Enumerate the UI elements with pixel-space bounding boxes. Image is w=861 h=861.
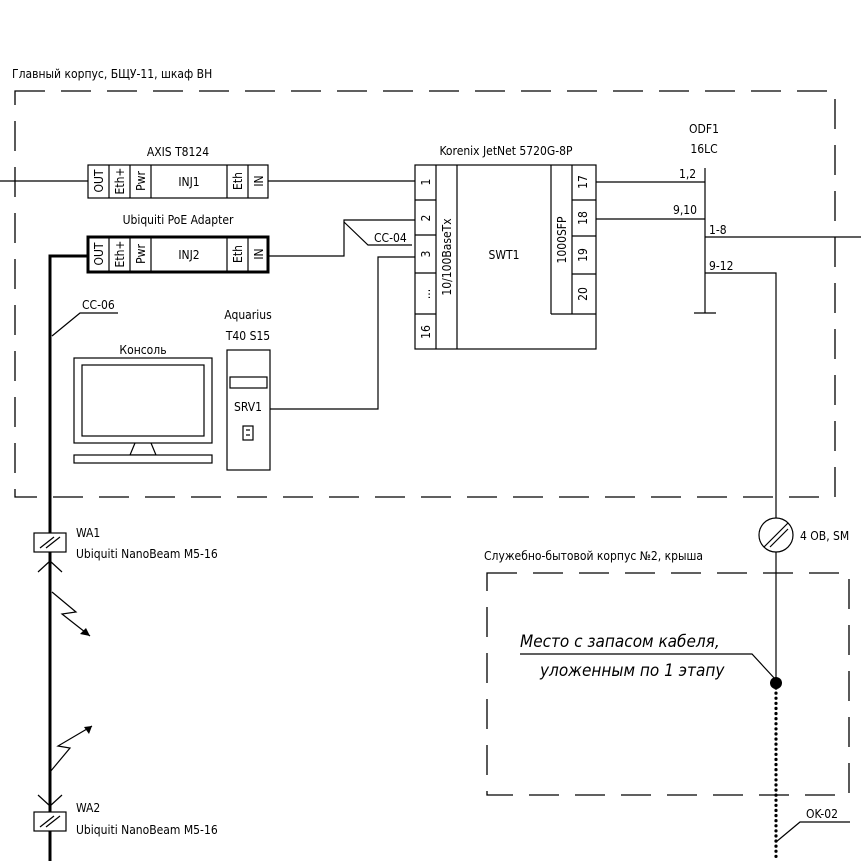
cable-reserve-note: Место с запасом кабеля, уложенным по 1 э… [520, 632, 782, 689]
inj1-title: AXIS T8124 [147, 145, 209, 159]
cc06-label: CC-06 [82, 298, 115, 312]
radio-link [49, 591, 93, 773]
inj1-port-in: IN [252, 175, 266, 186]
switch-port-ellipsis: ... [419, 289, 433, 299]
server-drive-bay [229, 376, 268, 389]
cable-labels: CC-04 CC-06 OK-02 4 OB, SM [51, 221, 850, 843]
zone-main-title: Главный корпус, БЩУ-11, шкаф ВН [12, 67, 212, 81]
zone-service-frame [486, 572, 850, 796]
inj2-body [86, 235, 270, 274]
odf-odf1: ODF1 16LC 1,2 9,10 1-8 9-12 [673, 122, 734, 314]
monitor-base [73, 454, 213, 464]
monitor-screen [81, 364, 205, 437]
reserve-note-leader [520, 653, 777, 681]
switch-group-copper: 10/100BaseTx [440, 218, 454, 296]
odf-fiber-9-10: 9,10 [673, 203, 697, 217]
switch-port-17: 17 [576, 175, 590, 189]
ok02-label: OK-02 [806, 807, 838, 821]
inj1-port-pwr: Pwr [134, 171, 148, 191]
console-title: Консоль [119, 343, 166, 357]
server-title-1: Aquarius [224, 308, 272, 322]
radio-bolt-down-icon [51, 591, 91, 637]
wa2-model: Ubiquiti NanoBeam M5-16 [76, 823, 218, 837]
switch-port-20: 20 [576, 287, 590, 301]
zone-main-frame [14, 90, 836, 498]
cc06-leader [51, 312, 118, 337]
zone-service-building: Служебно-бытовой корпус №2, крыша [484, 549, 850, 796]
cable-cc06 [48, 254, 88, 861]
switch-group-sfp: 1000SFP [555, 216, 569, 264]
server-title-2: T40 S15 [225, 329, 270, 343]
switch-title: Korenix JetNet 5720G-8P [439, 144, 573, 158]
odf-fiber-1-2: 1,2 [679, 167, 696, 181]
server-body [226, 349, 271, 471]
injector-inj2: Ubiquiti PoE Adapter OUT Eth+ Pwr INJ2 E… [86, 213, 270, 274]
odf-fiber-9-12: 9-12 [709, 259, 734, 273]
switch-port-1: 1 [419, 179, 433, 186]
inj2-port-out: OUT [92, 242, 106, 265]
server-power-button-icon [242, 425, 254, 441]
switch-body [414, 164, 597, 350]
fiber-count-label: 4 OB, SM [800, 529, 849, 543]
inj1-body [87, 164, 269, 199]
switch-swt1: Korenix JetNet 5720G-8P 1 2 3 ... 16 17 … [414, 144, 597, 350]
odf-type: 16LC [690, 142, 717, 156]
wire-srv1-to-port3 [270, 256, 415, 410]
inj1-name: INJ1 [178, 175, 199, 189]
radio-bolt-up-icon [49, 725, 93, 773]
inj1-port-eth-plus: Eth+ [113, 168, 127, 195]
switch-name: SWT1 [489, 248, 520, 262]
wa1-name: WA1 [76, 526, 100, 540]
inj2-port-in: IN [252, 248, 266, 259]
inj2-port-eth-plus: Eth+ [113, 241, 127, 268]
wire-odf-9-12-fiber [705, 272, 777, 680]
cable-reserve-point [770, 677, 782, 689]
inj2-port-pwr: Pwr [134, 244, 148, 264]
odf-fiber-1-8: 1-8 [709, 223, 727, 237]
inj2-name: INJ2 [178, 248, 199, 262]
odf-name: ODF1 [689, 122, 719, 136]
server-name: SRV1 [234, 400, 262, 414]
switch-port-18: 18 [576, 211, 590, 225]
zone-main-building: Главный корпус, БЩУ-11, шкаф ВН [12, 67, 836, 498]
injector-inj1: AXIS T8124 OUT Eth+ Pwr INJ1 Eth IN [87, 145, 269, 199]
zone-service-title: Служебно-бытовой корпус №2, крыша [484, 549, 703, 563]
switch-port-2: 2 [419, 215, 433, 222]
reserve-note-line2: уложенным по 1 этапу [539, 661, 725, 681]
inj2-title: Ubiquiti PoE Adapter [123, 213, 234, 227]
wa1-model: Ubiquiti NanoBeam M5-16 [76, 547, 218, 561]
inj2-port-eth: Eth [231, 245, 245, 263]
inj1-port-eth: Eth [231, 172, 245, 190]
antenna-wa2: WA2 Ubiquiti NanoBeam M5-16 [33, 794, 218, 837]
wire-cc04 [268, 219, 415, 257]
wa2-name: WA2 [76, 801, 100, 815]
reserve-note-line1: Место с запасом кабеля, [520, 632, 720, 652]
cc04-label: CC-04 [374, 231, 407, 245]
ok02-leader [775, 821, 850, 843]
switch-port-3: 3 [419, 251, 433, 258]
inj1-port-out: OUT [92, 169, 106, 192]
cc04-leader [343, 221, 412, 246]
antenna-wa1: WA1 Ubiquiti NanoBeam M5-16 [33, 526, 218, 573]
switch-port-16: 16 [419, 325, 433, 339]
wa1-antenna-icon [33, 532, 67, 553]
server-srv1: Aquarius T40 S15 SRV1 [224, 308, 272, 471]
wa2-antenna-icon [33, 811, 67, 832]
switch-port-19: 19 [576, 248, 590, 262]
console: Консоль [73, 343, 213, 464]
